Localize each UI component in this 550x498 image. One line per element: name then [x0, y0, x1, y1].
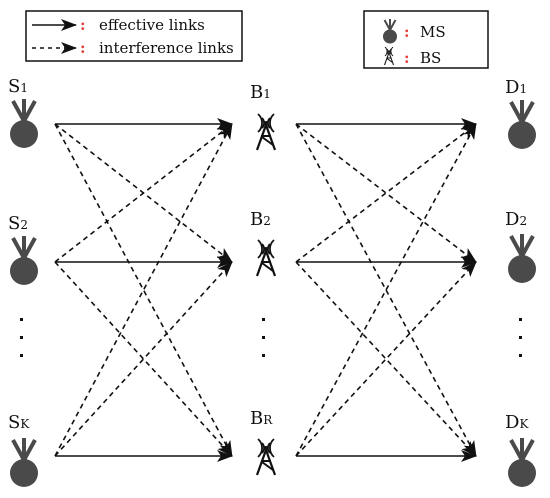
links-layer [54, 118, 477, 462]
source-column: S1 S2 SK [8, 76, 40, 489]
bs-legend-label: BS [420, 49, 441, 67]
effective-link-colon: : [80, 16, 86, 34]
relay-label-2: B2 [250, 209, 271, 230]
effective-link-label: effective links [99, 16, 205, 34]
interference-link-b2-to-dk [295, 261, 477, 457]
destination-label-k: DK [505, 412, 529, 433]
ms-legend-colon: : [404, 23, 410, 41]
source-label-k: SK [8, 412, 30, 433]
source-ms-icon-2 [8, 234, 40, 287]
relay-column: B1 B2 BR [250, 82, 277, 477]
interference-link-b2-to-d1 [295, 123, 477, 263]
ms-legend-label: MS [420, 23, 446, 41]
source-label-2: S2 [8, 213, 28, 234]
interference-link-label: interference links [99, 39, 234, 57]
destination-label-1: D1 [505, 77, 527, 98]
device-legend: : MS : BS [363, 10, 489, 69]
source-ms-icon-k [8, 436, 40, 489]
destination-ms-icon-1 [506, 98, 538, 151]
destination-ms-icon-k [506, 436, 538, 489]
links-legend: : effective links : interference links [25, 10, 243, 62]
interference-link-bk-to-d2 [295, 261, 477, 457]
relay-label-r: BR [250, 408, 273, 429]
interference-link-sk-to-b2 [54, 261, 233, 457]
destination-label-2: D2 [505, 209, 527, 230]
relay-bs-icon-1 [255, 112, 277, 152]
interference-link-b1-to-d2 [295, 123, 477, 263]
interference-link-s2-to-bk [54, 261, 233, 457]
destination-column: D1 D2 DK [505, 77, 538, 489]
source-ellipsis [20, 318, 23, 357]
relay-label-1: B1 [250, 82, 271, 103]
interference-link-colon: : [80, 39, 86, 57]
interference-link-s2-to-b1 [54, 123, 233, 263]
relay-ellipsis [262, 318, 265, 357]
relay-bs-icon-r [255, 437, 277, 477]
destination-ellipsis [519, 318, 522, 357]
source-label-1: S1 [8, 76, 28, 97]
bs-legend-colon: : [404, 49, 410, 67]
relay-bs-icon-2 [255, 238, 277, 278]
destination-ms-icon-2 [506, 232, 538, 285]
source-ms-icon-1 [8, 97, 40, 150]
